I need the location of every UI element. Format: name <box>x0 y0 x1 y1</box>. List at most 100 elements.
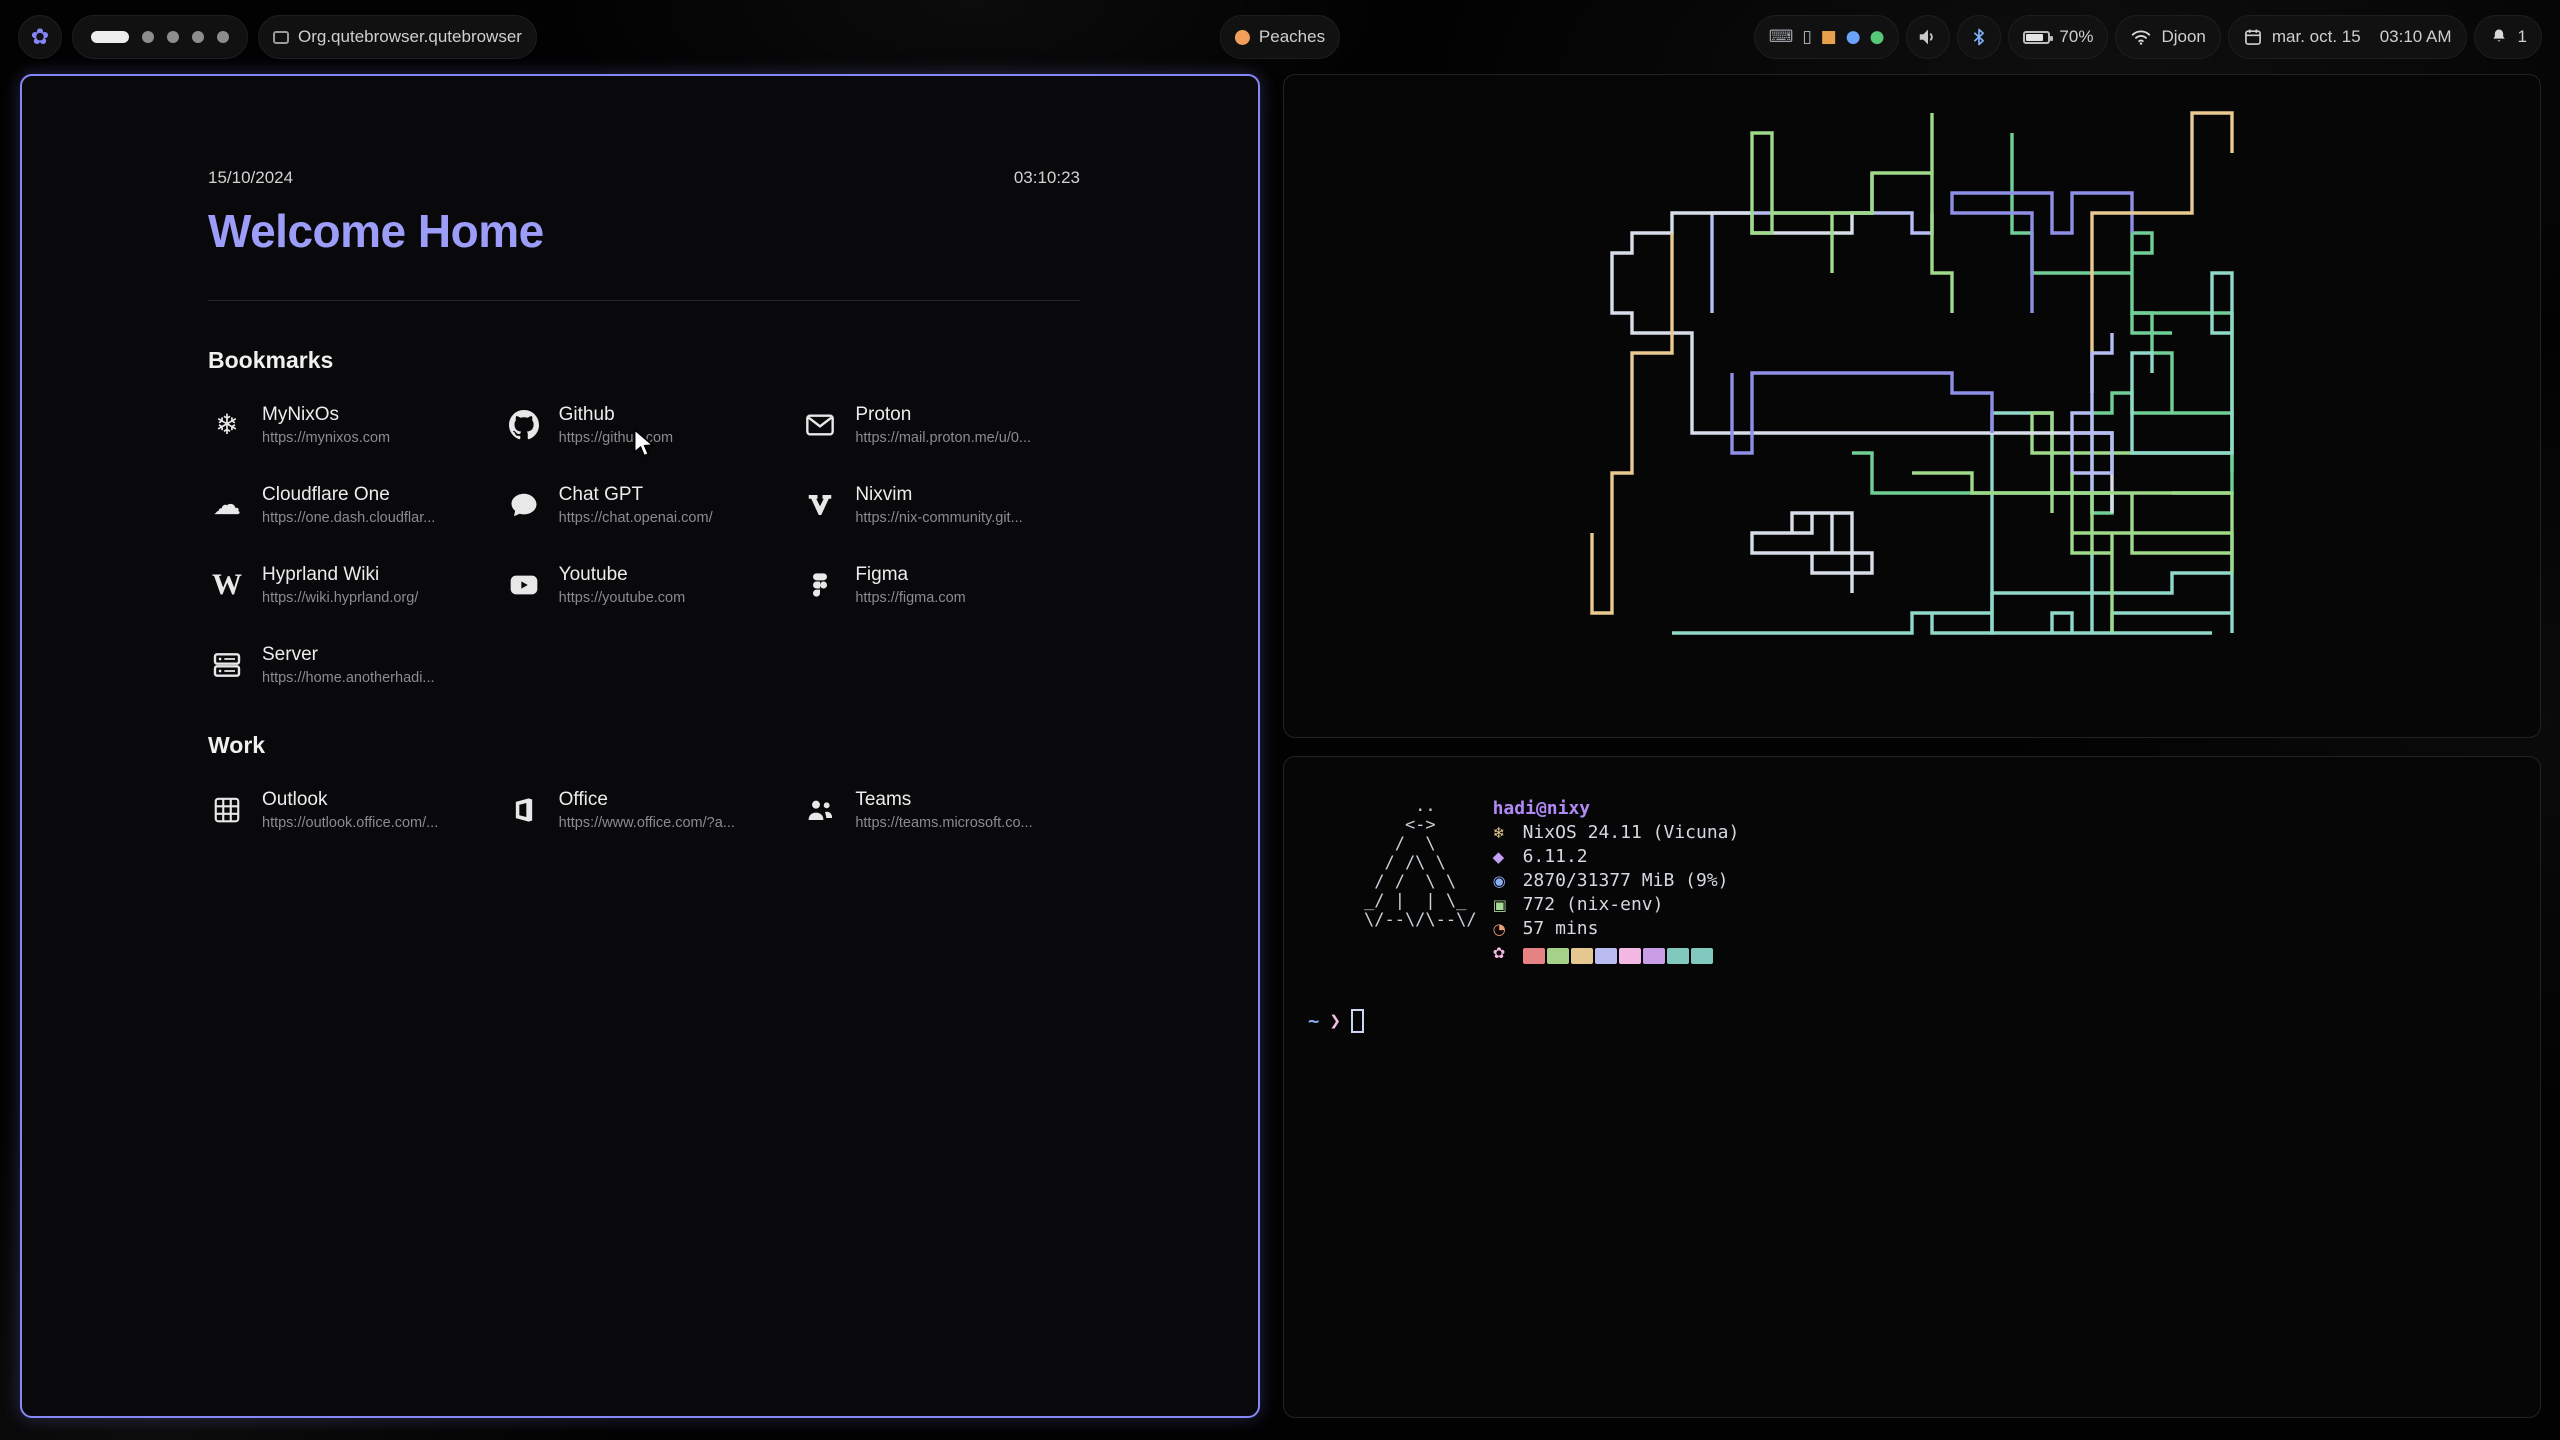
figma-icon <box>801 566 839 604</box>
tray-icon[interactable]: ⌨ <box>1768 27 1794 47</box>
fetch-line: ▣ 772 (nix-env) <box>1493 893 1740 917</box>
workspace-dot[interactable] <box>217 31 229 43</box>
network-chip[interactable]: Djoon <box>2115 15 2221 59</box>
bookmark-name: Outlook <box>262 789 328 810</box>
clock-chip[interactable]: mar. oct. 15 03:10 AM <box>2227 15 2467 59</box>
bookmark-item[interactable]: Server https://home.anotherhadi... <box>208 644 505 686</box>
terminal-palette <box>1522 947 1713 964</box>
work-grid: Outlook https://outlook.office.com/... O… <box>208 789 1098 831</box>
palette-swatch <box>1618 947 1641 964</box>
bookmark-name: Youtube <box>558 564 628 585</box>
bluetooth-icon <box>1974 28 1985 46</box>
terminal-cursor <box>1350 1009 1364 1033</box>
office-icon <box>505 791 543 829</box>
palette-icon: ✿ <box>1492 944 1506 962</box>
shell-prompt[interactable]: ~ ❯ <box>1308 1009 2540 1033</box>
launcher-flower-icon: ✿ <box>30 24 50 49</box>
tray-icon[interactable]: ▯ <box>1802 27 1812 47</box>
bookmark-item[interactable]: ☁ Cloudflare One https://one.dash.cloudf… <box>208 484 505 526</box>
prompt-path: ~ <box>1308 1010 1320 1032</box>
workspace-dot[interactable] <box>142 31 154 43</box>
volume-button[interactable] <box>1906 15 1951 59</box>
palette-swatch <box>1522 947 1545 964</box>
palette-swatch <box>1690 947 1713 964</box>
fetch-line: ◔ 57 mins <box>1493 917 1740 941</box>
active-window-chip[interactable]: Org.qutebrowser.qutebrowser <box>258 15 537 59</box>
clock-date: mar. oct. 15 <box>2271 27 2361 46</box>
bluetooth-button[interactable] <box>1957 15 2002 59</box>
system-tray[interactable]: ⌨ ▯ ■ ● ● <box>1753 15 1900 59</box>
mail-icon <box>801 406 839 444</box>
fetch-line-icon: ❄ <box>1492 824 1506 842</box>
fetch-terminal-window[interactable]: .. <-> / \ / /\ \ / / \ \ _/ | | \_ \/--… <box>1283 756 2541 1418</box>
notification-chip[interactable]: 1 <box>2473 15 2542 59</box>
bookmark-item[interactable]: Outlook https://outlook.office.com/... <box>208 789 505 831</box>
launcher-button[interactable]: ✿ <box>18 15 62 59</box>
palette-swatch <box>1642 947 1665 964</box>
window-icon <box>273 30 289 44</box>
pipes-terminal-window[interactable] <box>1283 74 2541 738</box>
fetch-line-icon: ◆ <box>1492 848 1505 866</box>
pipes-art <box>1590 111 2234 635</box>
bookmark-name: MyNixOs <box>262 404 340 425</box>
workspace-dot[interactable] <box>192 31 204 43</box>
bookmark-url: https://wiki.hyprland.org/ <box>262 590 419 606</box>
palette-swatch <box>1666 947 1689 964</box>
active-window-title: Org.qutebrowser.qutebrowser <box>298 27 522 46</box>
palette-line: ✿ <box>1493 941 1740 965</box>
bookmark-url: https://mail.proton.me/u/0... <box>855 430 1032 446</box>
date-time-row: 15/10/2024 03:10:23 <box>208 168 1080 188</box>
bookmark-item[interactable]: Nixvim https://nix-community.git... <box>801 484 1098 526</box>
bookmark-name: Proton <box>855 404 912 425</box>
teams-icon <box>801 791 839 829</box>
work-section: Work Outlook https://outlook.office.com/… <box>208 732 1082 831</box>
youtube-icon <box>505 566 543 604</box>
bookmark-item[interactable]: Youtube https://youtube.com <box>505 564 802 606</box>
tray-icon[interactable]: ● <box>1845 27 1861 47</box>
bookmark-item[interactable]: Chat GPT https://chat.openai.com/ <box>505 484 802 526</box>
status-cluster: ⌨ ▯ ■ ● ● 70% <box>1753 15 2542 59</box>
fetch-line-icon: ▣ <box>1492 896 1507 914</box>
tray-icon[interactable]: ■ <box>1820 27 1837 47</box>
fetch-line-icon: ◔ <box>1492 920 1506 938</box>
bookmark-name: Cloudflare One <box>262 484 390 505</box>
mouse-cursor <box>633 428 655 457</box>
bookmark-url: https://outlook.office.com/... <box>262 815 439 831</box>
fetch-line: ❄ NixOS 24.11 (Vicuna) <box>1493 821 1740 845</box>
bookmark-url: https://one.dash.cloudflar... <box>262 510 436 526</box>
cloud-icon: ☁ <box>213 488 241 521</box>
bookmark-item[interactable]: Proton https://mail.proton.me/u/0... <box>801 404 1098 446</box>
speaker-icon <box>1920 29 1934 45</box>
bookmark-url: https://teams.microsoft.co... <box>855 815 1033 831</box>
server-icon <box>208 646 246 684</box>
github-icon <box>505 406 543 444</box>
tray-icon[interactable]: ● <box>1869 27 1885 47</box>
wiki-icon: W <box>212 568 242 601</box>
workspace-active-pill[interactable] <box>91 31 129 43</box>
fetch-line-value: NixOS 24.11 (Vicuna) <box>1522 822 1740 843</box>
battery-percentage: 70% <box>2059 27 2094 46</box>
fetch-line-value: 6.11.2 <box>1522 846 1588 867</box>
peach-icon <box>1234 29 1250 45</box>
bookmark-item[interactable]: Office https://www.office.com/?a... <box>505 789 802 831</box>
qutebrowser-window: 15/10/2024 03:10:23 Welcome Home Bookmar… <box>20 74 1260 1418</box>
bookmark-name: Hyprland Wiki <box>262 564 380 585</box>
bookmark-url: https://home.anotherhadi... <box>262 670 435 686</box>
bookmark-item[interactable]: Github https://github.com <box>505 404 802 446</box>
fetch-line-value: 57 mins <box>1522 918 1599 939</box>
battery-chip[interactable]: 70% <box>2008 15 2109 59</box>
bookmark-item[interactable]: Teams https://teams.microsoft.co... <box>801 789 1098 831</box>
fetch-line-icon: ◉ <box>1492 872 1506 890</box>
workspace-dot[interactable] <box>167 31 179 43</box>
bookmark-item[interactable]: W Hyprland Wiki https://wiki.hyprland.or… <box>208 564 505 606</box>
bookmark-item[interactable]: Figma https://figma.com <box>801 564 1098 606</box>
media-chip[interactable]: Peaches <box>1219 15 1341 59</box>
page-date: 15/10/2024 <box>208 168 294 187</box>
workspace-indicator[interactable] <box>72 15 248 59</box>
bookmark-name: Github <box>558 404 615 425</box>
bookmarks-section: Bookmarks ❄ MyNixOs https://mynixos.com <box>208 347 1082 686</box>
vim-icon <box>801 486 839 524</box>
bookmark-url: https://mynixos.com <box>262 430 391 446</box>
bookmark-name: Nixvim <box>855 484 913 505</box>
bookmark-item[interactable]: ❄ MyNixOs https://mynixos.com <box>208 404 505 446</box>
